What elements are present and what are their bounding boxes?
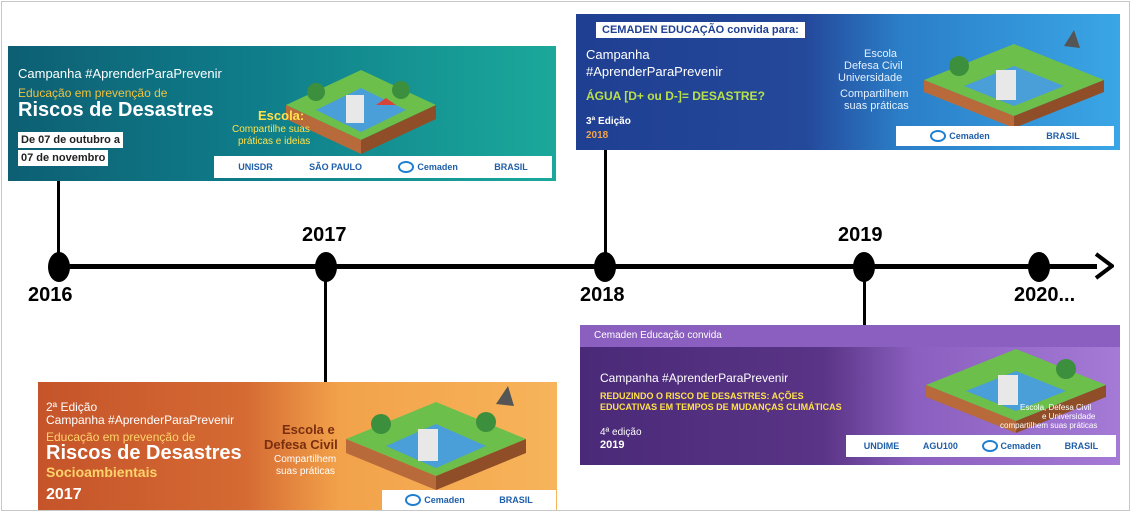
campaign-line-1: Campanha: [586, 47, 650, 62]
right-text-1: Compartilhem: [274, 454, 337, 465]
right-text-1: Escola: [864, 48, 898, 60]
cemaden-logo: Cemaden: [405, 494, 465, 506]
year-label-2017: 2017: [302, 224, 347, 246]
right-text-2: Defesa Civil: [844, 60, 903, 72]
school-text-1: Compartilhe suas: [232, 124, 310, 135]
isometric-landscape-illustration: [924, 30, 1104, 128]
agu100-logo: AGU100: [922, 441, 958, 451]
date-line-2: 07 de novembro: [18, 150, 109, 166]
edition-label: 3ª Edição: [586, 116, 631, 127]
invite-header-text: Cemaden Educação convida: [594, 330, 722, 341]
cemaden-logo: Cemaden: [981, 440, 1041, 452]
year-label-2016: 2016: [28, 284, 73, 306]
campaign-headline-2: Socioambientais: [46, 464, 158, 480]
cemaden-logo: Cemaden: [930, 130, 990, 142]
connector-2017: [324, 270, 327, 383]
campaign-subtitle: Educação em prevenção de: [46, 430, 196, 444]
year-label-2019: 2019: [838, 224, 883, 246]
sao-paulo-logo: SÃO PAULO: [309, 162, 362, 172]
isometric-landscape-illustration: [286, 70, 436, 154]
brasil-logo: BRASIL: [494, 162, 528, 172]
isometric-landscape-illustration: [926, 349, 1106, 433]
timeline-node-2017: [315, 252, 337, 282]
right-title-2: Defesa Civil: [264, 437, 338, 452]
campaign-subtitle: Educação em prevenção de: [18, 86, 168, 100]
campaign-headline: Riscos de Desastres: [18, 99, 214, 121]
campaign-year: 2019: [600, 439, 625, 451]
right-text-2: e Universidade: [1042, 412, 1096, 421]
brasil-logo: BRASIL: [1046, 131, 1080, 141]
undime-logo: UNDIME: [863, 441, 900, 451]
connector-2019: [863, 270, 866, 325]
campaign-title: Campanha #AprenderParaPrevenir: [18, 66, 222, 81]
year-label-2018: 2018: [580, 284, 625, 306]
right-text-1: Escola, Defesa Civil: [1020, 403, 1092, 412]
campaign-year: 2017: [46, 486, 82, 503]
date-line-1: De 07 de outubro a: [18, 132, 124, 148]
campaign-headline: Riscos de Desastres: [46, 442, 242, 464]
campaign-theme-1: REDUZINDO O RISCO DE DESASTRES: AÇÕES: [600, 391, 804, 401]
timeline-axis: [57, 264, 1097, 269]
campaign-theme-2: EDUCATIVAS EM TEMPOS DE MUDANÇAS CLIMÁTI…: [600, 402, 842, 412]
year-label-2020: 2020...: [1014, 284, 1076, 306]
right-text-5: suas práticas: [844, 100, 909, 112]
partner-logos: Cemaden BRASIL: [896, 126, 1114, 146]
right-title-1: Escola e: [282, 422, 335, 437]
timeline-node-2016: [48, 252, 70, 282]
unisdr-logo: UNISDR: [238, 162, 273, 172]
timeline-node-2020: [1028, 252, 1050, 282]
campaign-banner-2019: Cemaden Educação convida Campanha #Apren…: [580, 325, 1120, 465]
campaign-year: 2018: [586, 130, 609, 141]
campaign-line-2: #AprenderParaPrevenir: [586, 64, 723, 79]
isometric-landscape-illustration: [346, 386, 526, 490]
timeline-arrowhead: [1094, 252, 1114, 280]
campaign-title: Campanha #AprenderParaPrevenir: [600, 371, 789, 385]
right-text-3: compartilhem suas práticas: [1000, 421, 1098, 430]
right-text-3: Universidade: [838, 72, 903, 84]
timeline-node-2018: [594, 252, 616, 282]
partner-logos: Cemaden BRASIL: [382, 490, 556, 510]
edition-label: 4ª edição: [600, 427, 642, 438]
partner-logos: UNDIME AGU100 Cemaden BRASIL: [846, 435, 1116, 457]
timeline-node-2019: [853, 252, 875, 282]
brasil-logo: BRASIL: [499, 495, 533, 505]
date-range: De 07 de outubro a 07 de novembro: [18, 132, 124, 166]
connector-2018: [604, 150, 607, 264]
school-title: Escola:: [258, 108, 305, 123]
right-text-4: Compartilhem: [840, 88, 909, 100]
brasil-logo: BRASIL: [1064, 441, 1099, 451]
invite-header: [580, 325, 1120, 347]
campaign-theme: ÁGUA [D+ ou D-]= DESASTRE?: [586, 89, 765, 103]
campaign-banner-2018: CEMADEN EDUCAÇÃO convida para: Campanha …: [576, 14, 1120, 150]
campaign-banner-2017: 2ª Edição Campanha #AprenderParaPrevenir…: [38, 382, 557, 510]
campaign-banner-2016: Campanha #AprenderParaPrevenir Educação …: [8, 46, 556, 181]
cemaden-logo: Cemaden: [398, 161, 458, 173]
campaign-title: Campanha #AprenderParaPrevenir: [46, 413, 235, 427]
edition-label: 2ª Edição: [46, 400, 98, 414]
partner-logos: UNISDR SÃO PAULO Cemaden BRASIL: [214, 156, 552, 178]
school-text-2: práticas e ideias: [238, 136, 311, 147]
invite-header: CEMADEN EDUCAÇÃO convida para:: [596, 22, 805, 38]
connector-2016: [57, 180, 60, 264]
right-text-2: suas práticas: [276, 466, 335, 477]
